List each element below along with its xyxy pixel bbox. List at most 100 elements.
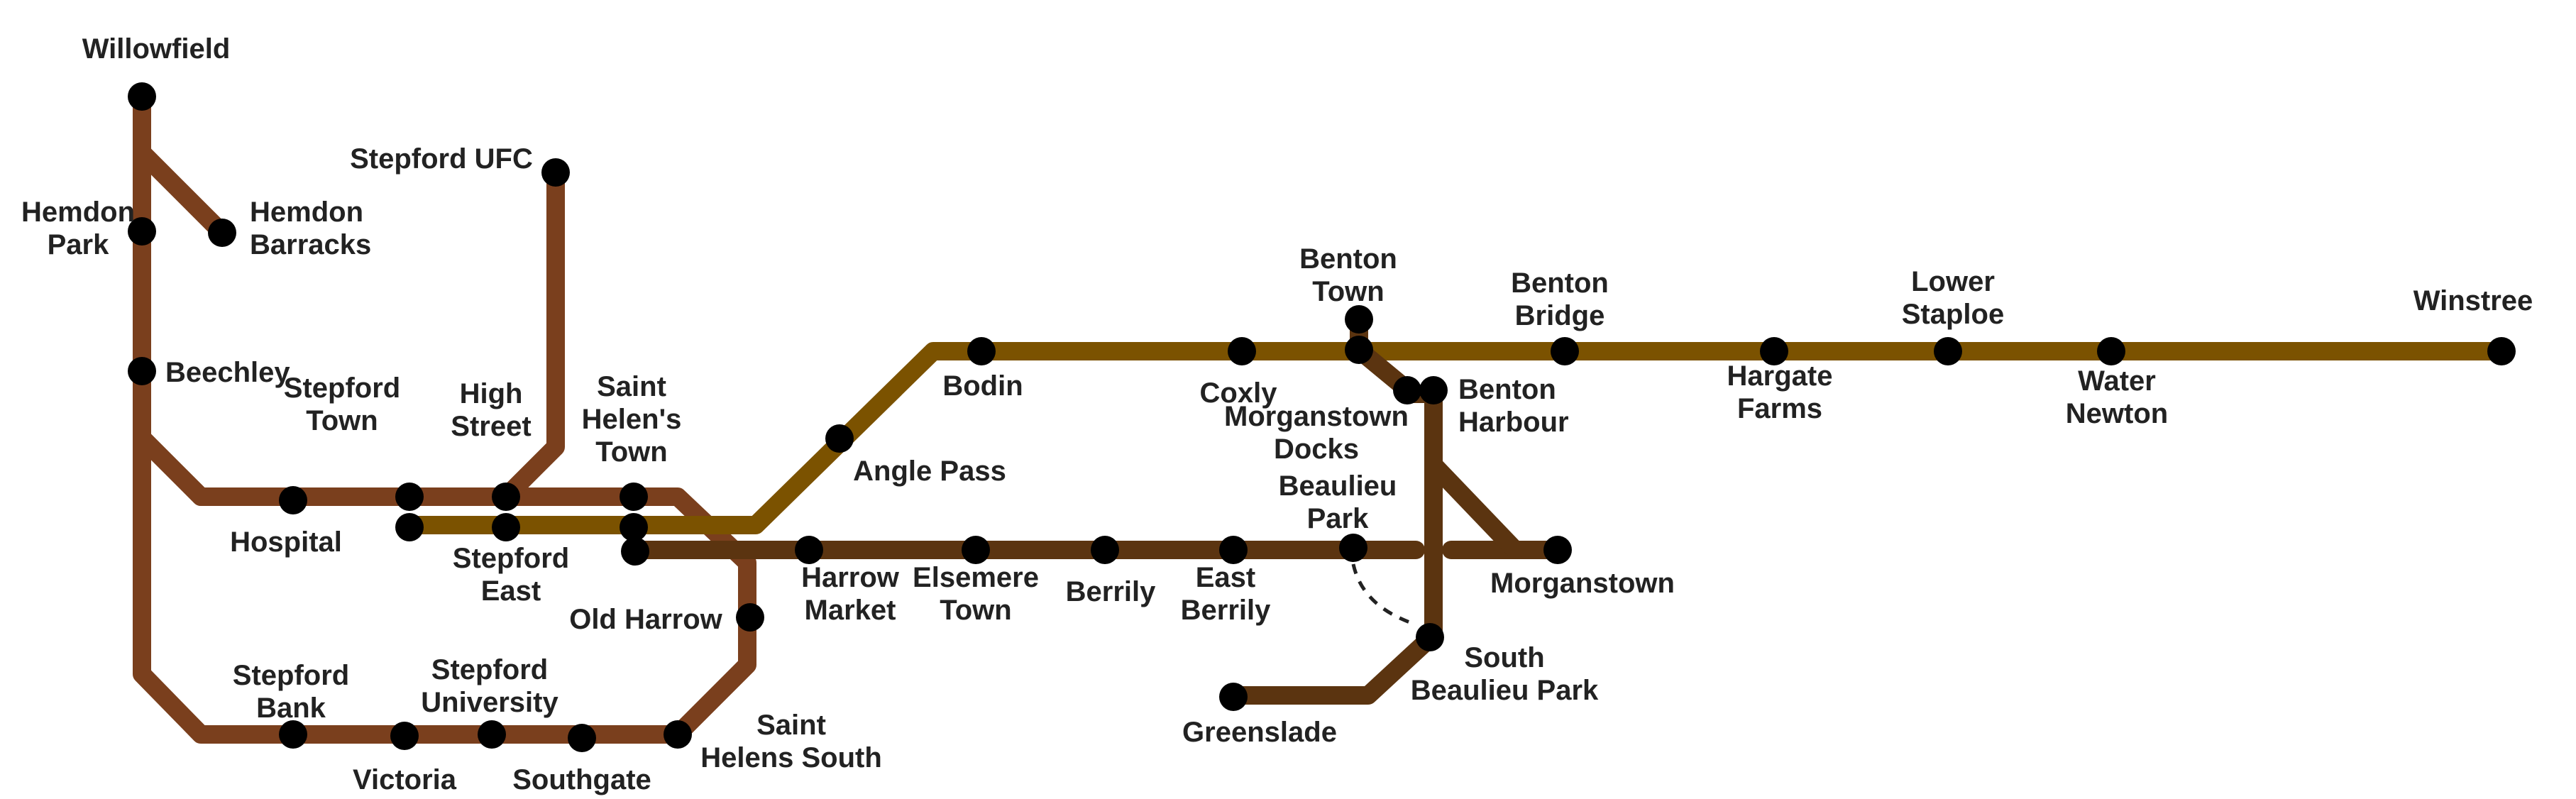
station-label-line: East [481,575,541,607]
station-label-line: Helen's [582,404,682,435]
station-label-line: Docks [1274,434,1359,465]
station-marker-coxly [1228,337,1256,365]
stations-layer [128,82,2516,752]
station-label-line: Hospital [230,527,342,558]
station-label-line: Stepford [233,660,349,691]
station-label-line: Stepford [453,543,569,574]
station-label-line: Hemdon [250,197,363,228]
station-marker-willowfield [128,82,156,111]
station-label-line: East [1196,562,1256,593]
station-marker-bodin [967,337,996,365]
station-label-coxly: Coxly [1200,378,1278,409]
station-label-line: Saint [756,710,826,741]
station-marker-beechley [128,357,156,385]
station-label-line: Market [805,595,896,626]
station-marker-morganstown [1543,536,1572,564]
station-label-line: Stepford [284,373,400,404]
station-marker-saint-helens-south [664,720,692,749]
station-label-berrily: Berrily [1066,576,1156,607]
station-label-line: Beaulieu [1279,470,1397,502]
station-marker-lower-staploe [1934,337,1962,365]
station-label-line: Street [451,411,531,442]
station-label-line: High [460,378,523,409]
station-marker-water-newton [2097,337,2125,365]
station-label-line: Benton [1299,243,1397,275]
station-marker-old-harrow [736,603,764,632]
station-label-line: Lower [1911,266,1995,297]
station-label-line: University [421,687,558,718]
station-label-line: Harbour [1458,407,1569,438]
station-label-line: Staploe [1902,299,2004,330]
station-label-line: Town [1312,276,1384,307]
station-marker-stepford-bank [279,720,307,749]
station-label-line: South [1464,642,1544,673]
station-label-line: Bridge [1515,300,1605,331]
station-label-hospital: Hospital [230,527,342,558]
station-marker-berrily [1091,536,1119,564]
route-willowfield-hemdon-barracks [133,143,231,242]
station-label-line: Benton [1458,374,1556,405]
station-marker-saint-helens-town-1 [620,513,648,541]
station-marker-greenslade [1219,683,1248,711]
station-marker-benton-bridge [1551,337,1579,365]
station-marker-saint-helens-town-2 [621,537,649,566]
station-marker-beaulieu-park [1339,534,1367,562]
route-dark-south [1226,385,1443,705]
station-marker-stepford-university [478,720,506,749]
route-stepford-ufc-branch [497,163,565,506]
route-west-trunk [133,87,756,744]
station-label-line: Benton [1511,268,1609,299]
station-label-line: Coxly [1200,378,1278,409]
station-marker-saint-helens-town [620,483,648,511]
station-label-line: Victoria [353,764,457,795]
station-label-line: Helens South [700,742,882,773]
station-marker-victoria [390,722,419,750]
station-marker-harrow-market [795,536,823,564]
station-marker-hemdon-park [128,217,156,246]
station-label-line: Park [1307,503,1369,534]
station-label-line: Elsemere [913,562,1039,593]
station-marker-winstree [2487,337,2516,365]
station-label-line: Berrily [1181,595,1271,626]
station-label-line: Winstree [2413,285,2533,316]
station-label-line: Bank [256,693,326,724]
station-label-line: Willowfield [82,33,231,65]
station-marker-elsemere-town [962,536,990,564]
station-label-line: Beaulieu Park [1411,675,1599,706]
station-label-line: Farms [1737,393,1822,424]
station-label-line: Morganstown [1490,568,1675,599]
station-marker-angle-pass [825,424,854,453]
station-label-line: Hemdon [21,197,135,228]
station-marker-benton-town [1345,305,1373,334]
station-label-line: Berrily [1066,576,1156,607]
station-label-willowfield: Willowfield [82,33,231,65]
station-label-bodin: Bodin [942,370,1023,402]
station-marker-stepford-town-1 [395,513,424,541]
station-label-line: Greenslade [1182,717,1337,748]
station-label-line: Town [940,595,1011,626]
station-label-beechley: Beechley [165,357,290,388]
station-marker-benton-harbour [1419,376,1448,404]
station-marker-stepford-town [395,483,424,511]
station-label-stepford-ufc: Stepford UFC [350,143,533,175]
interchange-connector [1351,563,1416,627]
station-label-line: Water [2078,365,2156,397]
station-label-greenslade: Greenslade [1182,717,1337,748]
